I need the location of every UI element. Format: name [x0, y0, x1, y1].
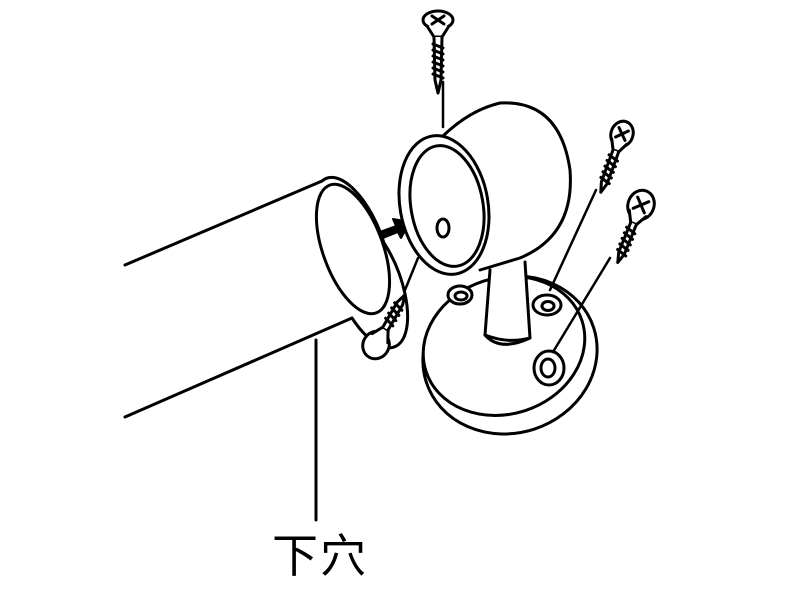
bracket-cup — [397, 101, 572, 276]
screw-top-icon — [421, 9, 455, 95]
screw-right-lower-icon — [616, 188, 656, 264]
bracket-post — [483, 260, 532, 346]
base-screw-hole-right — [531, 293, 563, 317]
screw-left-icon — [361, 293, 407, 361]
base-screw-hole-top — [446, 284, 474, 306]
base-screw-hole-bottom — [532, 349, 566, 387]
screw-right-upper-icon — [599, 119, 635, 194]
screw-leader-lines — [403, 80, 612, 354]
handrail-pipe — [123, 175, 410, 419]
pilot-hole-label: 下穴 — [272, 529, 368, 583]
